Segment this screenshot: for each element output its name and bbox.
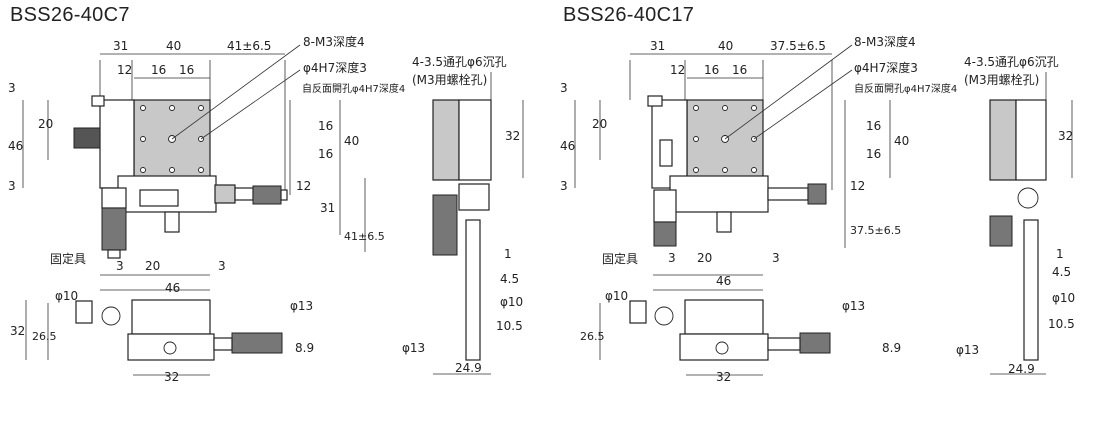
left-side-note-1: 4-3.5通孔φ6沉孔 bbox=[412, 55, 507, 69]
right-dim-89: 8.9 bbox=[882, 341, 901, 355]
right-note-m3: 8-M3深度4 bbox=[854, 34, 916, 49]
left-dim-265: 26.5 bbox=[32, 330, 57, 343]
left-note-h7: φ4H7深度3 bbox=[303, 60, 367, 75]
right-dim-3b: 3 bbox=[560, 179, 568, 193]
left-dim-20: 20 bbox=[38, 117, 53, 131]
left-dim-40v: 40 bbox=[344, 134, 359, 148]
right-dim-12v: 12 bbox=[850, 179, 865, 193]
right-dim-3a: 3 bbox=[560, 81, 568, 95]
right-dim-46: 46 bbox=[560, 139, 575, 153]
right-dim-31: 31 bbox=[650, 39, 665, 53]
right-side-dim-1: 1 bbox=[1056, 247, 1064, 261]
left-dim-3a: 3 bbox=[8, 81, 16, 95]
left-dim-phi13: φ13 bbox=[290, 299, 313, 313]
right-fixture-label: 固定具 bbox=[602, 251, 638, 266]
left-dim-16b: 16 bbox=[179, 63, 194, 77]
right-dim-16d: 16 bbox=[866, 147, 881, 161]
right-dim-40v: 40 bbox=[894, 134, 909, 148]
left-dim-12v: 12 bbox=[296, 179, 311, 193]
right-side-note-1: 4-3.5通孔φ6沉孔 bbox=[964, 55, 1059, 69]
right-dim-40: 40 bbox=[718, 39, 733, 53]
left-dim-46b: 46 bbox=[165, 281, 180, 295]
left-dim-16c: 16 bbox=[318, 119, 333, 133]
left-side-dim-1: 1 bbox=[504, 247, 512, 261]
right-dim-3d: 3 bbox=[772, 251, 780, 265]
left-dim-31: 31 bbox=[113, 39, 128, 53]
right-dim-16b: 16 bbox=[732, 63, 747, 77]
left-dim-20b: 20 bbox=[145, 259, 160, 273]
left-side-dim-phi13: φ13 bbox=[402, 341, 425, 355]
left-side-dim-105: 10.5 bbox=[496, 319, 523, 333]
right-dim-phi10: φ10 bbox=[605, 289, 628, 303]
right-dim-20b: 20 bbox=[697, 251, 712, 265]
left-front-view bbox=[25, 299, 283, 376]
right-side-dim-249: 24.9 bbox=[1008, 362, 1035, 376]
left-side-dim-249: 24.9 bbox=[455, 361, 482, 375]
right-dim-265: 26.5 bbox=[580, 330, 605, 343]
left-dim-12: 12 bbox=[117, 63, 132, 77]
right-front-view bbox=[599, 299, 831, 376]
left-dim-40: 40 bbox=[166, 39, 181, 53]
right-side-dim-105: 10.5 bbox=[1048, 317, 1075, 331]
right-dim-16a: 16 bbox=[704, 63, 719, 77]
left-dim-16a: 16 bbox=[151, 63, 166, 77]
left-dim-46: 46 bbox=[8, 139, 23, 153]
right-note-reverse: 自反面開孔φ4H7深度4 bbox=[854, 82, 957, 95]
right-top-view bbox=[574, 44, 891, 291]
right-side-dim-phi10: φ10 bbox=[1052, 291, 1075, 305]
right-dim-12: 12 bbox=[670, 63, 685, 77]
left-dim-3d: 3 bbox=[218, 259, 226, 273]
left-dim-32h: 32 bbox=[164, 370, 179, 384]
left-side-dim-45: 4.5 bbox=[500, 272, 519, 286]
right-side-view bbox=[989, 72, 1073, 375]
right-dim-3c: 3 bbox=[668, 251, 676, 265]
left-dim-3b: 3 bbox=[8, 179, 16, 193]
left-dim-phi10: φ10 bbox=[55, 289, 78, 303]
left-dim-41v: 41±6.5 bbox=[344, 230, 385, 243]
right-note-h7: φ4H7深度3 bbox=[854, 60, 918, 75]
left-dim-41pm: 41±6.5 bbox=[227, 39, 271, 53]
right-side-dim-phi13: φ13 bbox=[956, 343, 979, 357]
left-model-title: BSS26-40C7 bbox=[10, 4, 130, 26]
left-dim-3c: 3 bbox=[116, 259, 124, 273]
right-dim-phi13: φ13 bbox=[842, 299, 865, 313]
left-side-note-2: (M3用螺栓孔) bbox=[412, 72, 487, 87]
right-dim-16c: 16 bbox=[866, 119, 881, 133]
left-dim-89: 8.9 bbox=[295, 341, 314, 355]
right-dim-375pm: 37.5±6.5 bbox=[770, 39, 826, 53]
left-note-reverse: 自反面開孔φ4H7深度4 bbox=[302, 82, 405, 95]
left-top-view bbox=[22, 44, 366, 291]
right-dim-20: 20 bbox=[592, 117, 607, 131]
left-dim-16d: 16 bbox=[318, 147, 333, 161]
right-side-note-2: (M3用螺栓孔) bbox=[964, 72, 1039, 87]
right-side-dim-32: 32 bbox=[1058, 129, 1073, 143]
left-fixture-label: 固定具 bbox=[50, 251, 86, 266]
left-note-m3: 8-M3深度4 bbox=[303, 34, 365, 49]
left-side-dim-32: 32 bbox=[505, 129, 520, 143]
right-dim-375v: 37.5±6.5 bbox=[850, 224, 901, 237]
right-side-dim-45: 4.5 bbox=[1052, 265, 1071, 279]
left-dim-31v: 31 bbox=[320, 201, 335, 215]
right-model-title: BSS26-40C17 bbox=[563, 4, 695, 26]
left-dim-32v: 32 bbox=[10, 324, 25, 338]
left-side-dim-phi10: φ10 bbox=[500, 295, 523, 309]
right-dim-32h: 32 bbox=[716, 370, 731, 384]
right-dim-46b: 46 bbox=[716, 274, 731, 288]
left-side-view bbox=[432, 72, 524, 375]
